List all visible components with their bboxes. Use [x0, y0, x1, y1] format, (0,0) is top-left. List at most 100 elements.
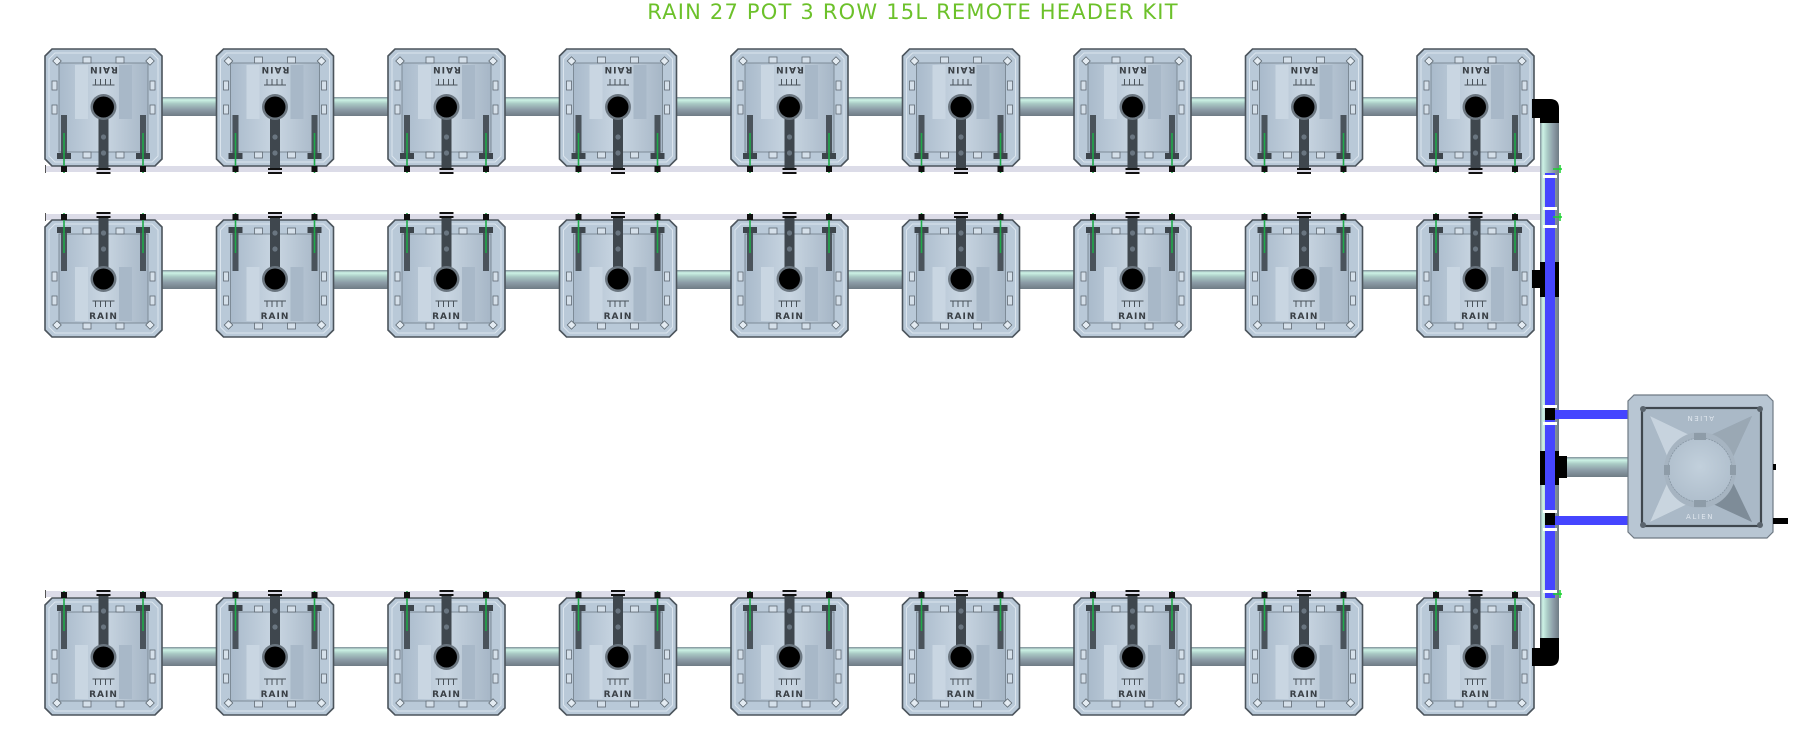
- pot-drain-hole: [1122, 96, 1143, 118]
- pot-emitter-icon: [1293, 678, 1315, 685]
- feed-junction-top: [1545, 408, 1555, 420]
- drip-stake-base: [654, 592, 661, 598]
- reservoir-outlet-stub-lower: [1773, 518, 1788, 524]
- row-2-tee-stub: [1532, 270, 1542, 288]
- pot-drain-channel: [956, 217, 966, 267]
- pot-drain-hole: [93, 646, 114, 668]
- drip-stake-base: [575, 592, 582, 598]
- pot: RAIN: [901, 48, 1021, 174]
- pot-slot: [737, 649, 744, 660]
- pot-drain-mark: [611, 594, 625, 596]
- drip-stake-base: [918, 214, 925, 220]
- pot-tab: [597, 227, 606, 235]
- pot-drain-mark: [439, 594, 454, 596]
- pot-slot: [394, 649, 401, 660]
- pot-rim: [48, 52, 159, 163]
- pot-drain-mark: [96, 172, 111, 174]
- pot-corner-pin: [1517, 56, 1527, 66]
- pot-tab: [630, 700, 639, 708]
- pot-slot: [492, 80, 499, 91]
- pot-drain-mark: [1468, 590, 1483, 592]
- feed-line-clips: [1543, 175, 1557, 593]
- feed-junction-bottom: [1545, 513, 1555, 525]
- pot-drain-mark: [268, 594, 282, 596]
- pot: RAIN: [1244, 48, 1364, 174]
- pot: RAIN: [44, 212, 163, 338]
- pot-brand-label: RAIN: [89, 690, 118, 700]
- pot-tab: [1144, 151, 1154, 159]
- pot-panel: [761, 267, 774, 321]
- drip-stake-base: [140, 214, 146, 220]
- pot-drain-mark: [268, 172, 282, 174]
- pot-tab: [287, 227, 296, 235]
- pot-brand-label: RAIN: [775, 312, 804, 322]
- pot-drain-mark: [1468, 168, 1483, 170]
- pot-channel-dot: [958, 230, 964, 236]
- pot-corner-pin: [909, 698, 920, 708]
- pot-channel-dot: [100, 246, 107, 252]
- pot-slot: [1350, 271, 1356, 282]
- pot-corner-pin: [566, 320, 577, 330]
- pot-tab: [597, 322, 606, 330]
- pot-drain-mark: [1125, 212, 1140, 214]
- pot-corner-pin: [488, 320, 498, 330]
- pot-rim: [563, 223, 673, 334]
- pot: RAIN: [1244, 590, 1364, 716]
- pot-slot: [835, 649, 842, 660]
- pot-panel: [1148, 267, 1161, 321]
- pot-drain-hole: [436, 268, 457, 290]
- pot-emitter-icon: [1464, 678, 1487, 685]
- pot-tab: [1487, 56, 1497, 64]
- pot-drain-mark: [611, 212, 625, 214]
- pot-tab: [254, 56, 263, 64]
- pot-tab: [287, 151, 296, 159]
- pot-drain-channel: [1299, 217, 1309, 267]
- pot-corner-pin: [659, 698, 670, 708]
- pot-slot: [664, 104, 670, 115]
- pot-slot: [223, 673, 229, 684]
- pot-slot: [835, 673, 842, 684]
- pot-drain-hole: [264, 646, 286, 668]
- reservoir-label-bottom: ALIEN: [1686, 513, 1714, 521]
- pot-channel-dot: [1301, 230, 1307, 236]
- pot-slot: [492, 673, 499, 684]
- pot-slot: [664, 80, 670, 91]
- pot-drain-mark: [954, 590, 968, 592]
- pot-tab: [1487, 322, 1497, 330]
- pot-rim: [48, 601, 159, 712]
- pot-emitter-icon: [607, 678, 629, 685]
- pot: RAIN: [387, 590, 506, 716]
- pot-slot: [149, 295, 156, 306]
- pot-channel-dot: [958, 608, 964, 614]
- pot-tab: [1316, 56, 1325, 64]
- pot-drain-mark: [1125, 590, 1140, 592]
- drip-stake-base: [140, 166, 146, 172]
- pot-corner-pin: [1174, 56, 1184, 66]
- pot-tab: [1283, 56, 1292, 64]
- pot-drain-mark: [1297, 172, 1311, 174]
- pot-slot: [909, 295, 915, 306]
- pot-rim: [1249, 52, 1359, 163]
- pot-corner-pin: [1252, 56, 1263, 66]
- pot-rim: [220, 601, 330, 712]
- pot-slot: [1178, 104, 1185, 115]
- pot-drain-hole: [950, 96, 972, 118]
- pot-slot: [737, 80, 744, 91]
- pot: RAIN: [215, 48, 335, 174]
- pot-drain-hole: [779, 646, 800, 668]
- pot-drain-mark: [782, 590, 797, 592]
- pot-tab: [287, 322, 296, 330]
- pot-panel: [75, 65, 88, 119]
- drip-stake-base: [826, 214, 832, 220]
- pot-corner-pin: [395, 56, 405, 66]
- pot-tab: [801, 227, 811, 235]
- pot-drain-hole: [93, 268, 114, 290]
- pot-panel: [418, 267, 431, 321]
- pot-tab: [458, 56, 468, 64]
- drip-stake-base: [311, 592, 318, 598]
- pot-tab: [254, 227, 263, 235]
- pot-drain-hole: [607, 268, 629, 290]
- row-3-drip-line: [45, 591, 1553, 597]
- pot-channel-dot: [786, 134, 793, 140]
